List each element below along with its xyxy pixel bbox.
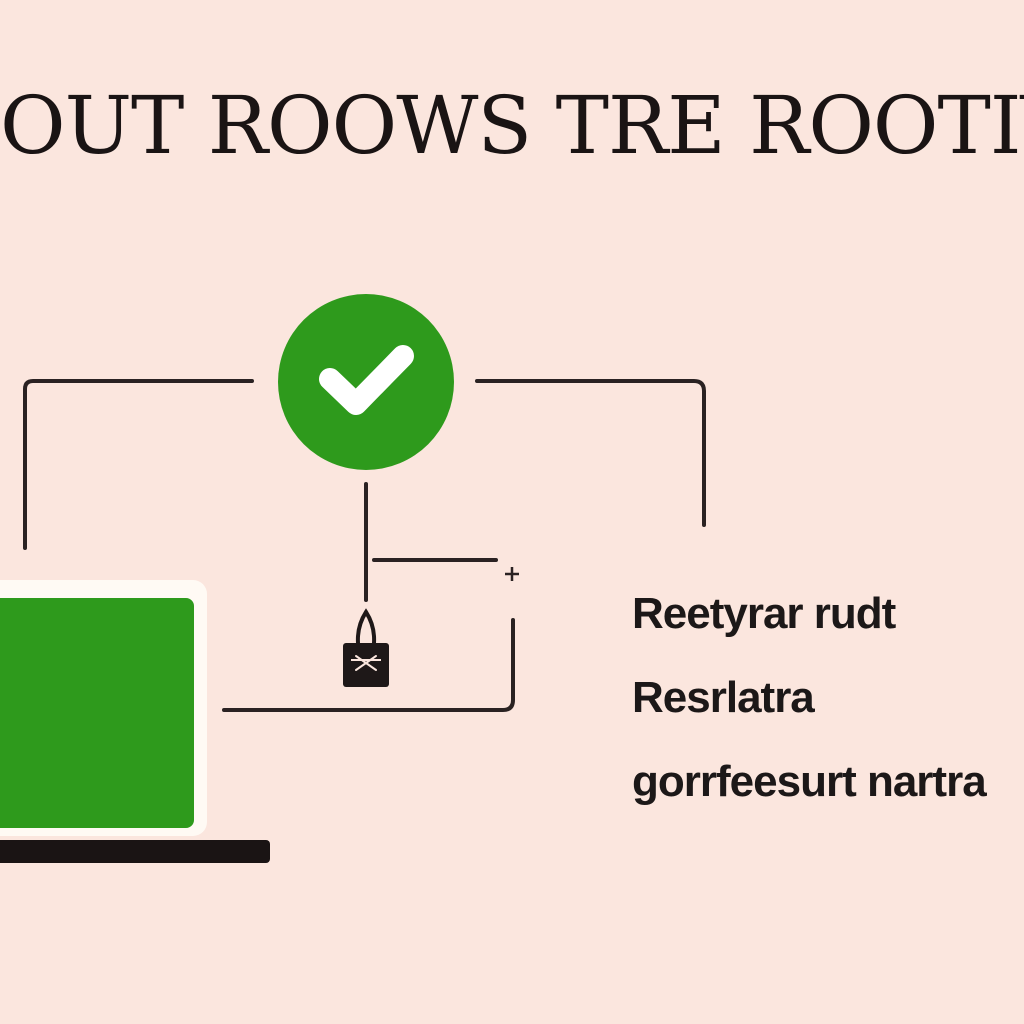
padlock-icon [343,608,389,687]
diagram-label-1: Reetyrar rudt [632,589,896,638]
connector-right [475,379,706,527]
diagram-title: OUT ROOWS TRE ROOTIVE, [0,79,1024,172]
check-circle-icon [278,294,454,470]
connector-left [23,379,254,550]
laptop-icon [0,580,270,863]
connector-return [222,618,515,712]
diagram-label-2: Resrlatra [632,673,815,722]
plus-icon [505,567,519,581]
diagram-label-3: gorrfeesurt nartra [632,757,987,806]
